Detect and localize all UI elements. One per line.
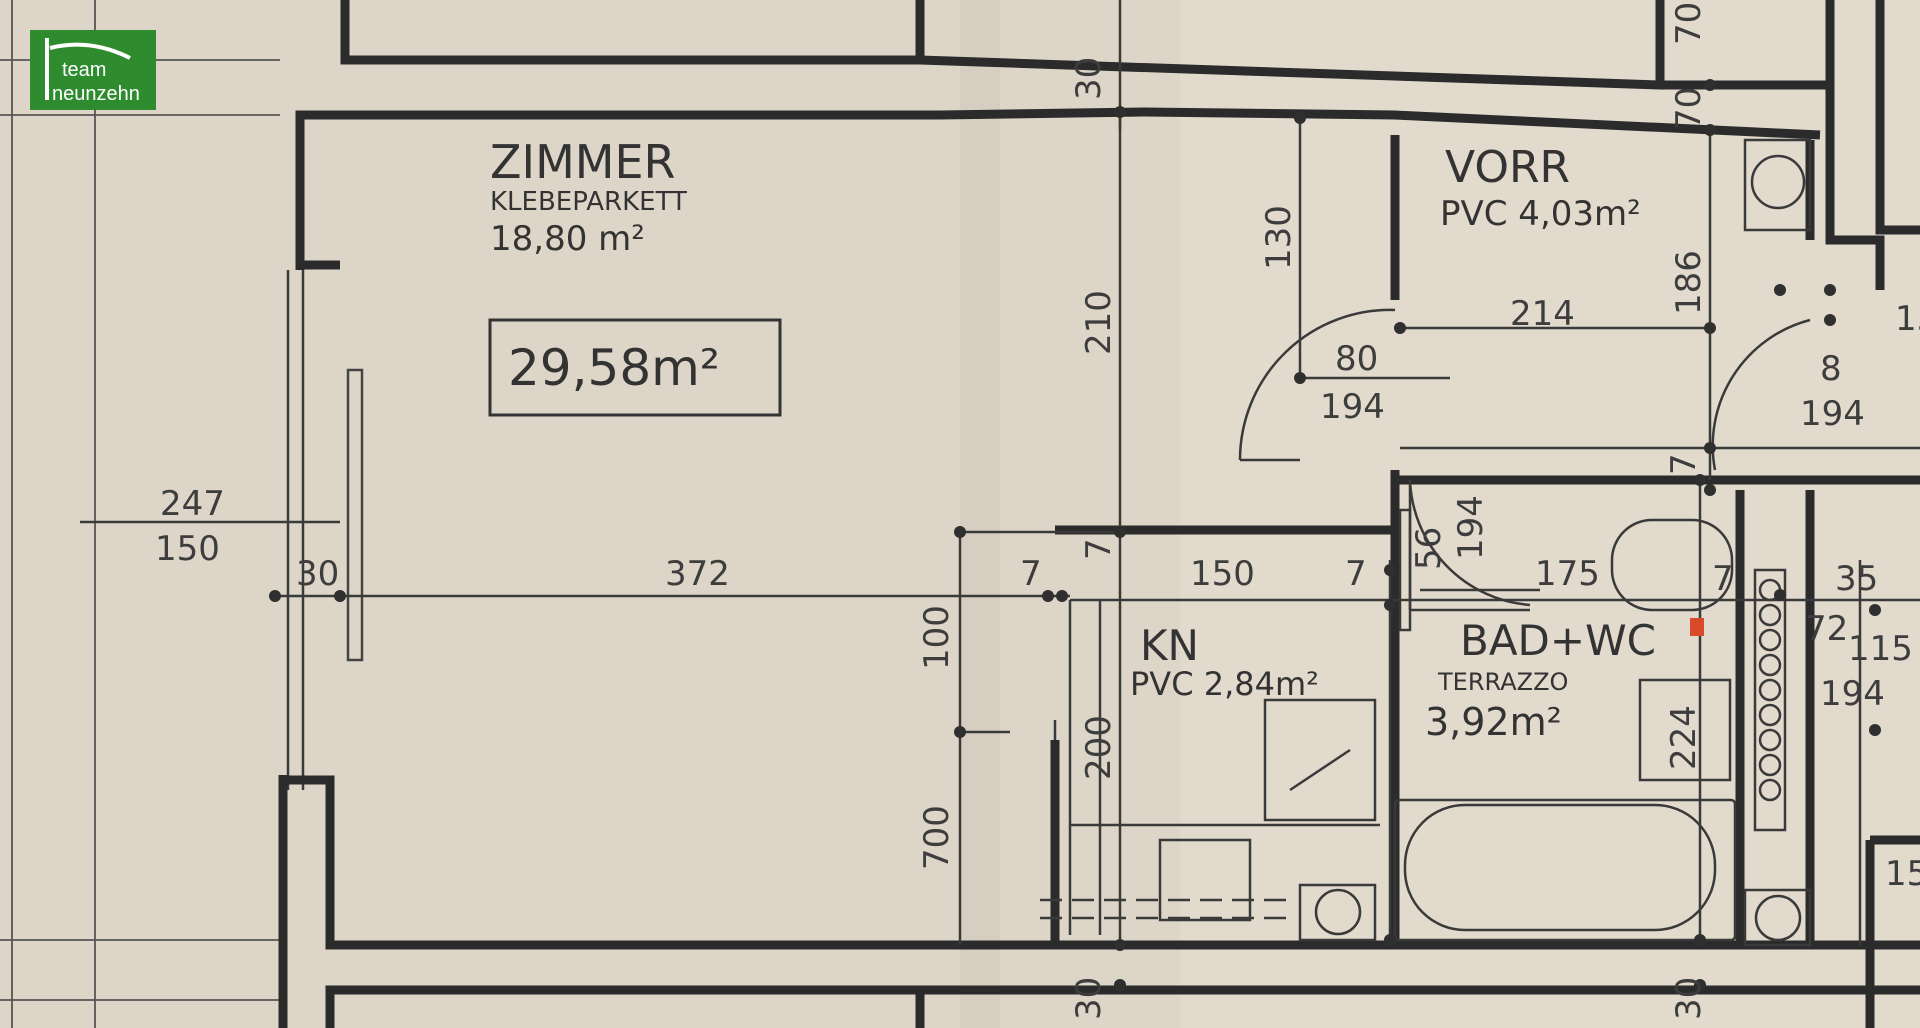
logo-line1: team [62, 59, 106, 81]
dim-70-top: 70 [1669, 2, 1709, 45]
dim-115: 115 [1848, 629, 1913, 669]
left-grid-lines [0, 0, 364, 1028]
total-area: 29,58m² [508, 339, 720, 397]
room-vorr-area: PVC 4,03m² [1440, 194, 1641, 234]
dim-30-top: 30 [1069, 57, 1109, 100]
dimension-dots [269, 79, 1881, 991]
room-labels: ZIMMER KLEBEPARKETT 18,80 m² 29,58m² VOR… [488, 135, 1656, 744]
dim-72: 72 [1805, 609, 1848, 649]
dim-150-b: 150 [1190, 554, 1255, 594]
room-vorr-name: VORR [1445, 142, 1570, 193]
total-area-box [488, 318, 782, 417]
dim-80: 80 [1335, 339, 1378, 379]
dim-224: 224 [1664, 705, 1704, 770]
dim-194-b: 194 [1800, 394, 1865, 434]
dim-200: 200 [1079, 715, 1119, 780]
dim-372: 372 [665, 554, 730, 594]
dim-7-d: 7 [1345, 554, 1367, 594]
dim-7-e: 7 [1712, 559, 1734, 599]
radiator [1753, 568, 1787, 832]
logo-roof-icon [49, 42, 131, 60]
dim-56: 56 [1409, 527, 1449, 570]
dim-70-top2: 70 [1669, 87, 1709, 130]
dim-700: 700 [917, 805, 957, 870]
dim-175: 175 [1535, 554, 1600, 594]
room-bad-area: 3,92m² [1425, 700, 1562, 744]
fixtures [1040, 138, 1812, 947]
dim-15-a: 15 [1895, 299, 1920, 339]
logo-line2: neunzehn [52, 83, 140, 105]
dim-100: 100 [917, 605, 957, 670]
logo: team neunzehn [30, 30, 156, 110]
dim-7-c: 7 [1079, 538, 1119, 560]
dim-194-c: 194 [1451, 495, 1491, 560]
dim-8: 8 [1820, 349, 1842, 389]
room-kn-name: KN [1140, 621, 1199, 670]
walls [278, 0, 1920, 1028]
dim-15-b: 15 [1885, 854, 1920, 894]
dim-30-bot2: 30 [1669, 977, 1709, 1020]
dim-150-a: 150 [155, 529, 220, 569]
dim-130: 130 [1259, 205, 1299, 270]
dim-214: 214 [1510, 294, 1575, 334]
dim-186: 186 [1669, 250, 1709, 315]
dimension-labels: 30 70 70 210 130 186 214 80 194 8 194 7 … [155, 2, 1920, 1020]
dim-194-a: 194 [1320, 387, 1385, 427]
dim-7-b: 7 [1020, 554, 1042, 594]
room-bad-floor: TERRAZZO [1437, 668, 1568, 696]
paper-shade [1180, 0, 1920, 1028]
room-zimmer-floor: KLEBEPARKETT [490, 187, 687, 217]
room-kn-area: PVC 2,84m² [1130, 665, 1319, 703]
paper-fold [960, 0, 1000, 1028]
dim-194-d: 194 [1820, 674, 1885, 714]
room-zimmer-name: ZIMMER [490, 135, 675, 189]
dim-7-a: 7 [1664, 453, 1704, 475]
dim-35: 35 [1835, 559, 1878, 599]
dim-210: 210 [1079, 290, 1119, 355]
room-zimmer-area: 18,80 m² [490, 219, 645, 259]
dim-30-bot: 30 [1069, 977, 1109, 1020]
red-mark [1690, 618, 1704, 636]
room-bad-name: BAD+WC [1460, 616, 1656, 665]
dim-247: 247 [160, 484, 225, 524]
dim-30-mid: 30 [296, 554, 339, 594]
